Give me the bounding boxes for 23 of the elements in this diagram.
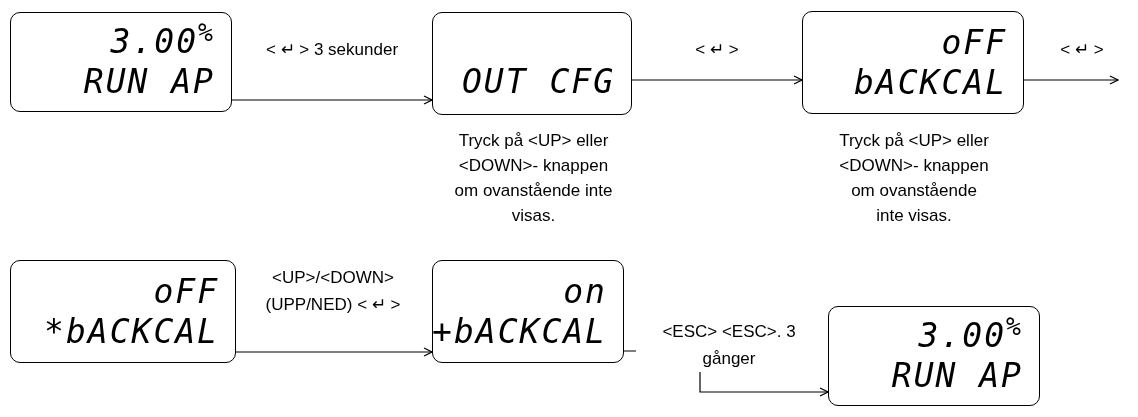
lcd-screen (10, 12, 232, 112)
lcd-text: oFF (153, 271, 219, 312)
lcd-screen (828, 306, 1040, 406)
lcd-text: *bACKCAL (44, 311, 219, 352)
instruction-text: Tryck på <UP> eller <DOWN>- knappen om ovanstående inte visas. (453, 130, 614, 227)
lcd-text: 3.00$^{%}$ (110, 22, 215, 62)
lcd-text: on (563, 271, 607, 312)
lcd-text: bACKCAL (853, 62, 1007, 103)
lcd-screen (432, 12, 632, 115)
lcd-screen (432, 260, 624, 363)
lcd-screen (802, 11, 1024, 114)
arrow (235, 347, 433, 357)
lcd-screen (10, 260, 236, 363)
lcd-text: OUT CFG (461, 62, 615, 102)
lcd-text: RUN AP (891, 356, 1023, 396)
lcd-text: 3.00$^{%}$ (918, 316, 1023, 356)
lcd-text: +bACKCAL (432, 311, 607, 352)
lcd-text: oFF (941, 22, 1007, 63)
lcd-text: RUN AP (83, 62, 215, 102)
instruction-text: Tryck på <UP> eller <DOWN>- knappen om ovanstående inte visas. (838, 130, 990, 227)
arrow (1023, 75, 1119, 85)
arrow (231, 95, 433, 105)
arrow (631, 75, 803, 85)
